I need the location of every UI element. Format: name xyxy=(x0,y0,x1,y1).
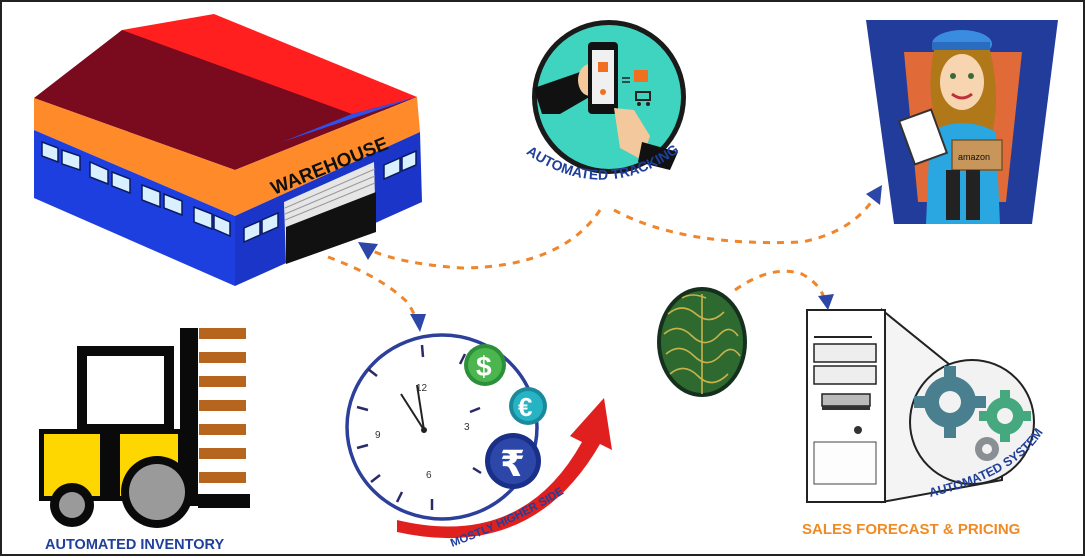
arrowhead-warehouse xyxy=(358,242,378,260)
connector-warehouse-to-clock xyxy=(327,255,418,321)
delivery-person-icon: amazon xyxy=(866,20,1058,224)
connector-tracking-to-warehouse xyxy=(369,209,602,270)
arrowhead-computer xyxy=(818,294,834,310)
brain-icon xyxy=(657,287,747,397)
connector-brain-to-computer xyxy=(734,269,826,299)
clock-num-12: 12 xyxy=(416,383,428,394)
box-brand-label: amazon xyxy=(958,152,990,162)
dollar-coin-icon: $ xyxy=(464,344,506,386)
warehouse-icon: WAREHOUSE xyxy=(34,14,422,286)
clock-num-6: 6 xyxy=(426,470,432,481)
clock-num-9: 9 xyxy=(375,430,381,441)
phone-tracking-icon xyxy=(532,20,686,174)
euro-coin-icon: € xyxy=(509,387,547,425)
euro-symbol: € xyxy=(518,392,532,422)
rupee-coin-icon: ₹ xyxy=(485,433,541,489)
gears-icon xyxy=(909,359,1035,485)
automated-inventory-label: AUTOMATED INVENTORY xyxy=(45,537,224,553)
sales-forecast-pricing-label: SALES FORECAST & PRICING xyxy=(802,521,1020,538)
arrowhead-clock xyxy=(410,314,426,332)
arrowhead-delivery xyxy=(866,185,882,205)
dollar-symbol: $ xyxy=(476,351,492,382)
connector-tracking-to-delivery xyxy=(613,197,876,245)
computer-tower-icon xyxy=(806,307,1003,504)
clock-num-3: 3 xyxy=(464,422,470,433)
clock-icon: 12 3 6 9 xyxy=(345,333,539,521)
forklift-icon xyxy=(39,328,250,528)
rupee-symbol: ₹ xyxy=(500,444,525,485)
trend-arrow-icon xyxy=(397,398,612,539)
